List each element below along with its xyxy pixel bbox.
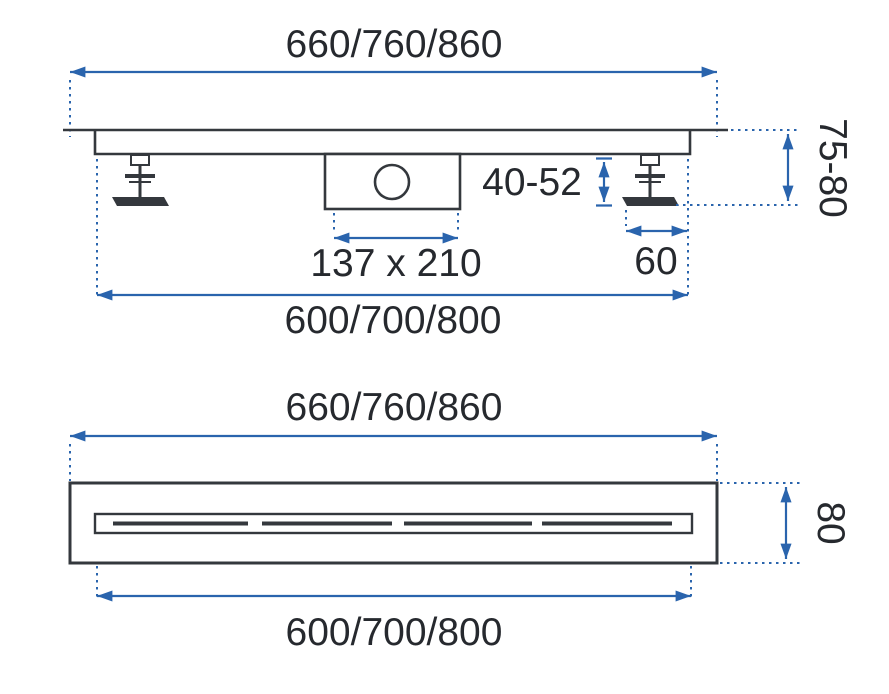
side-overall-extension-lines bbox=[69, 80, 718, 137]
edge-offset-label: 60 bbox=[634, 240, 677, 283]
grate-frame bbox=[93, 512, 694, 535]
trap-size-extension-lines bbox=[333, 213, 459, 231]
plan-width-label: 80 bbox=[809, 501, 852, 544]
right-foot bbox=[622, 154, 679, 206]
trap-depth-end-ticks bbox=[596, 157, 612, 207]
left-foot-clip bbox=[130, 154, 150, 166]
plan-view: 660/760/860 80 600/700/800 bbox=[68, 386, 852, 654]
trap-size-label: 137 x 210 bbox=[310, 242, 481, 285]
side-body-length-label: 600/700/800 bbox=[285, 299, 502, 342]
side-overall-length-label: 660/760/860 bbox=[286, 23, 503, 66]
trap-depth-label: 40-52 bbox=[482, 161, 582, 204]
left-foot bbox=[112, 154, 169, 206]
side-body-extension-lines bbox=[96, 159, 689, 299]
trap-box bbox=[323, 152, 462, 211]
plan-overall-extension-lines bbox=[69, 444, 718, 481]
plan-overall-length-label: 660/760/860 bbox=[286, 386, 503, 429]
plan-grate-length-label: 600/700/800 bbox=[286, 611, 503, 654]
side-view: 660/760/860 bbox=[63, 23, 854, 342]
overall-height-label: 75-80 bbox=[811, 118, 854, 218]
right-foot-base-plate bbox=[622, 197, 679, 206]
left-foot-base-plate bbox=[112, 197, 169, 206]
plan-width-extension-lines bbox=[720, 482, 801, 564]
drain-outlet-circle bbox=[373, 163, 411, 201]
right-foot-clip bbox=[640, 154, 660, 166]
overall-height-extension-lines bbox=[676, 129, 801, 206]
channel-body-outline bbox=[93, 130, 692, 156]
drain-body-outline bbox=[68, 481, 719, 565]
